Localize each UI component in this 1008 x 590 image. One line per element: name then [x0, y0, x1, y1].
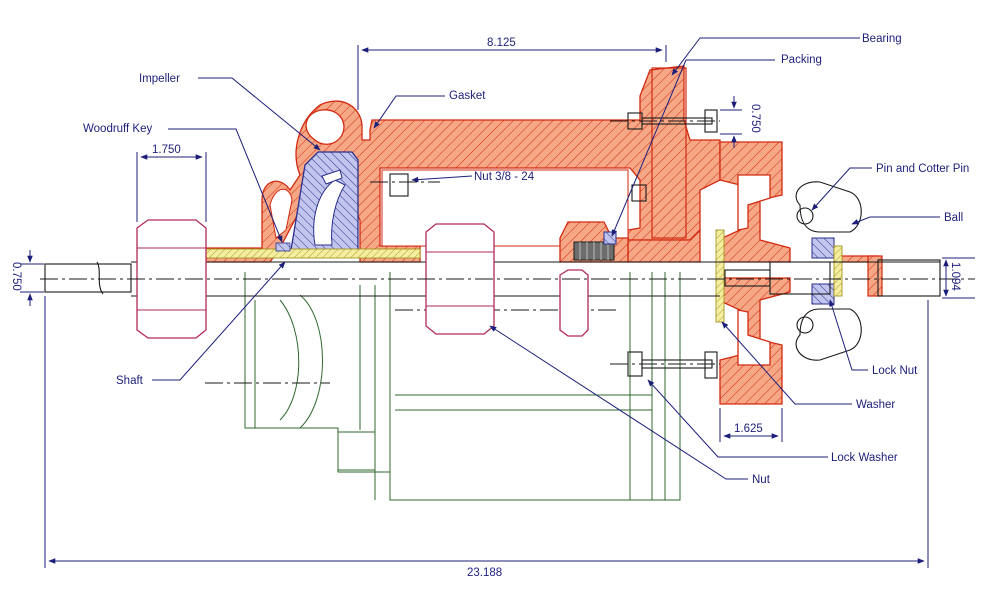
dim-overall-length: 23.188: [467, 567, 502, 579]
ball-handles: [795, 181, 862, 361]
dim-shaft-dia-right: 1.094: [949, 262, 961, 291]
woodruff-key-part: [275, 242, 291, 252]
label-nut-spec: Nut 3/8 - 24: [474, 171, 535, 183]
leader-lines: [152, 37, 940, 480]
impeller-section: [289, 151, 359, 257]
dim-shaft-dia-left: 0.750: [10, 262, 22, 291]
packing-gland: [559, 221, 629, 263]
label-washer: Washer: [856, 399, 895, 411]
shaft-sleeve: [204, 248, 421, 259]
label-lock-washer: Lock Washer: [831, 452, 898, 464]
pulley-hub-section: [715, 141, 883, 405]
label-gasket: Gasket: [449, 90, 486, 102]
label-shaft: Shaft: [116, 375, 144, 387]
label-lock-nut: Lock Nut: [872, 365, 918, 377]
dim-housing-length: 8.125: [487, 37, 516, 49]
label-ball: Ball: [944, 212, 963, 224]
label-woodruff-key: Woodruff Key: [83, 123, 153, 135]
label-pin-and-cotter-pin: Pin and Cotter Pin: [876, 163, 969, 175]
label-packing: Packing: [781, 54, 822, 66]
label-impeller: Impeller: [139, 73, 180, 85]
dim-key-offset: 1.750: [152, 144, 181, 156]
flange-bolts: [370, 109, 720, 379]
dim-bolt-spacing: 0.750: [749, 104, 761, 133]
label-bearing: Bearing: [862, 33, 902, 45]
label-nut: Nut: [752, 474, 771, 486]
dim-hub-width: 1.625: [734, 423, 763, 435]
dimension-lines: [20, 45, 975, 568]
